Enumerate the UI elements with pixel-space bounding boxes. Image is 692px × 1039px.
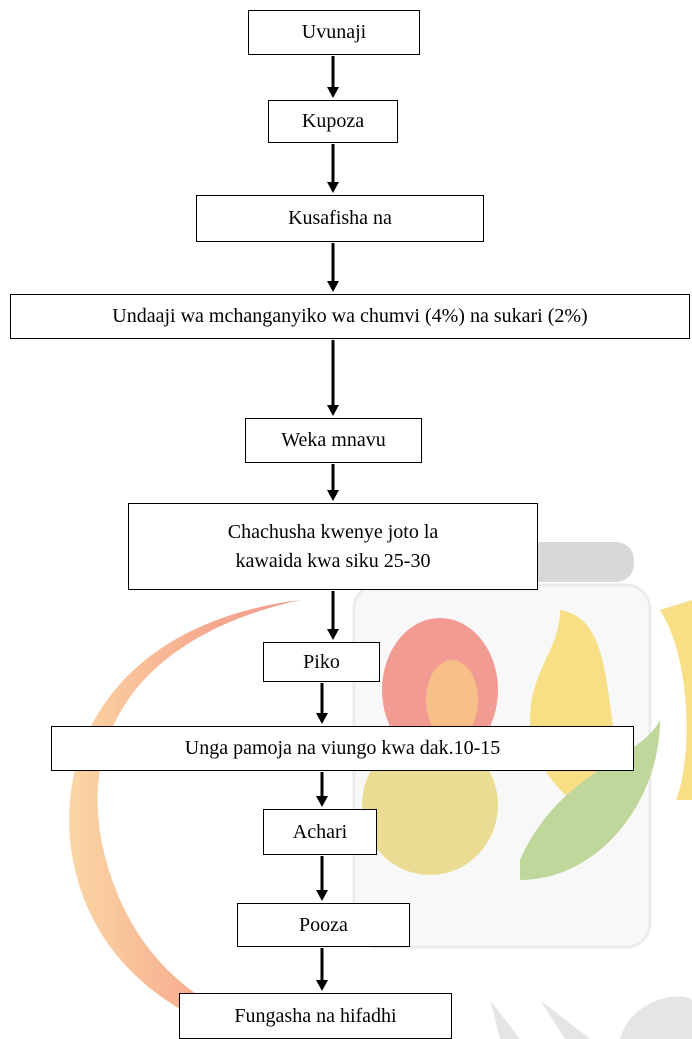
step-achari: Achari [263, 809, 377, 855]
flow-arrow [327, 144, 339, 193]
step-piko: Piko [263, 642, 380, 682]
step-fungasha: Fungasha na hifadhi [179, 993, 452, 1039]
flow-arrow [327, 340, 339, 416]
flow-arrow [316, 948, 328, 991]
step-undaaji-mchanganyiko: Undaaji wa mchanganyiko wa chumvi (4%) n… [10, 294, 690, 339]
flow-arrow [316, 683, 328, 724]
step-chachusha-line-1: Chachusha kwenye joto la [227, 520, 439, 543]
flow-arrow [327, 56, 339, 98]
step-weka-mnavu: Weka mnavu [245, 418, 422, 463]
step-chachusha-line-2: kawaida kwa siku 25-30 [235, 549, 431, 572]
flow-arrow [316, 772, 328, 807]
flow-arrow [327, 464, 339, 501]
step-uvunaji: Uvunaji [248, 10, 420, 55]
step-kusafisha: Kusafisha na [196, 195, 484, 242]
flow-arrow [327, 591, 339, 640]
step-chachusha: Chachusha kwenye joto la kawaida kwa sik… [128, 503, 538, 590]
flow-arrow [327, 243, 339, 292]
step-unga-pamoja: Unga pamoja na viungo kwa dak.10-15 [51, 726, 634, 771]
step-pooza: Pooza [237, 903, 410, 947]
flow-arrow [316, 856, 328, 901]
step-kupoza: Kupoza [268, 100, 398, 143]
